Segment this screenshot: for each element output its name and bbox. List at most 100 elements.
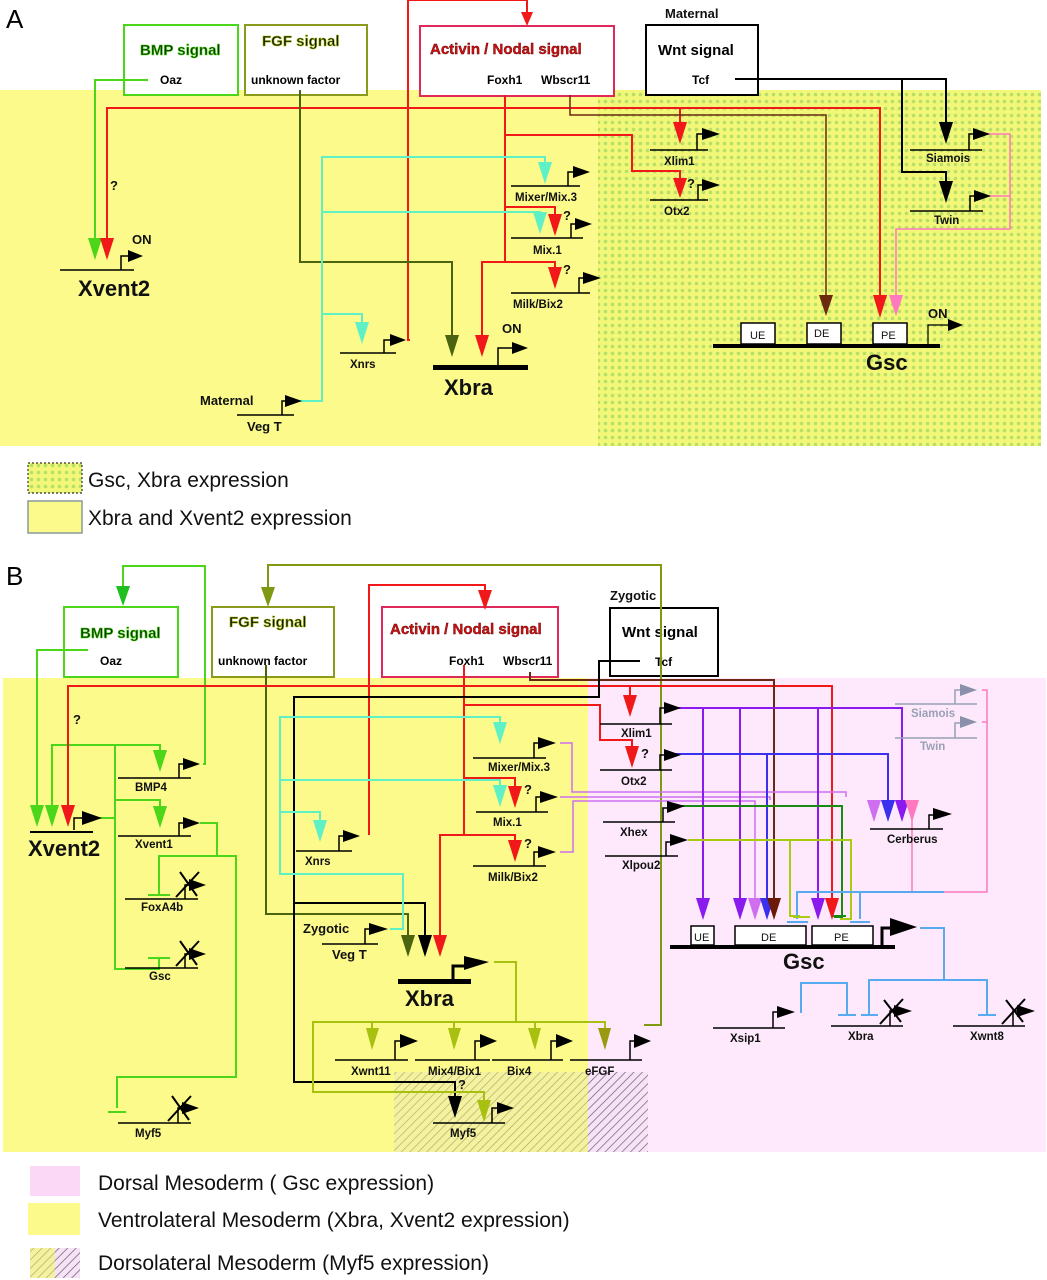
edge-xlim1-to-gsc (675, 707, 903, 800)
edge-gsc-to-de-repress (796, 891, 944, 919)
xvent2-label: Xvent2 (78, 276, 150, 301)
edge-foxh1-to-mix1 (505, 206, 556, 214)
arrow-activin-to-xlim1 (673, 122, 687, 144)
xbra-label-b: Xbra (405, 986, 455, 1011)
gsc-ue-label: UE (750, 330, 765, 342)
panel-b-legend: Dorsal Mesoderm ( Gsc expression) Ventro… (28, 1166, 570, 1278)
transcription-start-arrow-icon (667, 801, 685, 813)
arrow-activin-to-gsc-pe (873, 295, 887, 318)
arrow-xbra-to-myf5 (477, 1100, 491, 1122)
transcription-start-arrow-icon (369, 923, 388, 935)
gene-twin-b-faded: Twin (895, 716, 977, 753)
edge-foxh1-to-mix1 (464, 777, 516, 787)
gene-xwnt11: Xwnt11 (335, 1034, 418, 1078)
transcription-start-arrow-icon (82, 811, 102, 825)
region-dorsolateral-mesoderm-pink (588, 1072, 648, 1152)
gsc-de-element (806, 322, 842, 345)
gene-xlpou2: Xlpou2 (605, 834, 688, 872)
gsc-de-element-b (734, 925, 807, 946)
panel-a-letter: A (6, 4, 24, 34)
xlim1-label: Xlim1 (664, 156, 695, 168)
twin-label: Twin (934, 215, 959, 227)
arrow-activin-to-xvent2 (100, 238, 114, 260)
gsc-de-label: DE (814, 328, 829, 340)
gene-myf5-repressed: Myf5 (118, 1095, 199, 1140)
transcription-start-arrow-icon (973, 128, 990, 140)
edge-gsc-to-xwnt8 (944, 979, 988, 1015)
wbscr11-label-b: Wbscr11 (503, 654, 553, 668)
mix1-question-mark-b: ? (524, 782, 532, 797)
blocked-cross-icon (175, 871, 200, 898)
legend-swatch-dorsal-mesoderm (30, 1166, 80, 1196)
arrow-wnt-to-siamois (939, 122, 953, 144)
transcription-start-arrow-icon (575, 218, 592, 230)
edge-foxh1-to-milk (464, 834, 516, 840)
arrow-vegt-to-xnrs (313, 820, 327, 842)
gene-xlim1-b: Xlim1 (600, 702, 681, 740)
mix1-label-b: Mix.1 (493, 817, 522, 829)
arrow-bmp4-to-bmp-signal (116, 586, 130, 606)
arrow-mix-to-cerberus (867, 800, 881, 822)
bmp4-label: BMP4 (135, 782, 168, 794)
panel-b-repression-bars (108, 894, 996, 1113)
bmp-signal-box: BMP signal Oaz (123, 24, 239, 96)
edge-xvent2-trunk (100, 817, 160, 970)
edge-xvent2-to-bmp4 (115, 744, 161, 752)
oaz-label-b: Oaz (100, 654, 122, 668)
legend-label-xbra-xvent2: Xbra and Xvent2 expression (88, 507, 352, 530)
vegt-label: Veg T (247, 419, 282, 434)
gene-mixer-a: Mixer/Mix.3 (511, 166, 590, 204)
bmp-signal-title-b: BMP signal (80, 625, 161, 642)
legend-swatch-gsc-xbra (27, 462, 83, 494)
legend-label-dorsal-mesoderm: Dorsal Mesoderm ( Gsc expression) (98, 1172, 434, 1195)
arrow-xnrs-to-activin (478, 590, 492, 610)
activin-nodal-signal-box: Activin / Nodal signal Foxh1 Wbscr11 (419, 25, 615, 97)
blocked-cross-icon (1001, 998, 1026, 1025)
arrow-xlim1-to-gsc-ue (696, 898, 710, 920)
wnt-signal-title: Wnt signal (658, 42, 734, 59)
gsc-label-b: Gsc (783, 949, 825, 974)
gene-mix1-a: ? Mix.1 (511, 208, 592, 257)
arrow-activin-to-xbra (475, 335, 489, 357)
xbra-label: Xbra (444, 375, 494, 400)
arrow-otx2-to-cerberus (881, 800, 895, 822)
blocked-cross-icon (175, 940, 200, 967)
transcription-start-arrow-icon (464, 956, 489, 970)
arrow-vegt-to-mix1 (493, 785, 507, 807)
transcription-start-arrow-icon (777, 1006, 795, 1018)
arrow-activin-to-xvent2 (61, 805, 75, 827)
edge-oaz-to-xvent2 (36, 649, 88, 808)
bmp-signal-box-b: BMP signal Oaz (63, 606, 179, 678)
gene-milk-a: ? Milk/Bix2 (511, 262, 601, 311)
arrow-siamois-twin-to-cerberus (905, 800, 919, 822)
arrow-activin-to-box (521, 12, 533, 26)
gsc-pe-label-b: PE (834, 932, 849, 944)
arrow-siamois-twin-to-gsc-pe (889, 295, 903, 316)
edge-gsc-to-xbra-xwnt8 (868, 979, 944, 1015)
fgf-signal-title: FGF signal (262, 33, 340, 50)
siamois-label-b: Siamois (911, 708, 955, 720)
transcription-start-arrow-icon (538, 737, 556, 749)
panel-b-edges (36, 564, 988, 1108)
xvent2-on-label: ON (132, 232, 152, 247)
arrow-vegt-to-mixer (493, 722, 507, 744)
edge-foxh1-to-otx2 (505, 134, 681, 178)
xsip1-label: Xsip1 (730, 1033, 761, 1045)
xwnt8-label: Xwnt8 (970, 1031, 1004, 1043)
mix1-label: Mix.1 (533, 245, 562, 257)
gene-gsc-b: UE DE PE Gsc (670, 918, 917, 974)
milk-label-b: Milk/Bix2 (488, 872, 538, 884)
activin-nodal-signal-title: Activin / Nodal signal (430, 41, 582, 58)
edge-bmp4-to-bmp-signal (122, 565, 206, 765)
transcription-start-arrow-icon (583, 272, 601, 284)
gsc-ue-label-b: UE (694, 932, 709, 944)
gene-bix4: Bix4 (492, 1034, 573, 1078)
arrow-activin-to-xbra (433, 935, 447, 957)
transcription-start-arrow-icon (960, 684, 977, 696)
edge-wnt-to-xbra (294, 902, 426, 935)
edge-foxh1-to-xvent2 (106, 107, 881, 300)
arrow-xbra-to-efgf (598, 1028, 611, 1050)
arrow-vegt-to-xnrs (355, 322, 369, 344)
edge-wbscr11-to-gsc-de (569, 95, 827, 295)
edge-wbscr11-to-gsc-de (529, 672, 775, 900)
